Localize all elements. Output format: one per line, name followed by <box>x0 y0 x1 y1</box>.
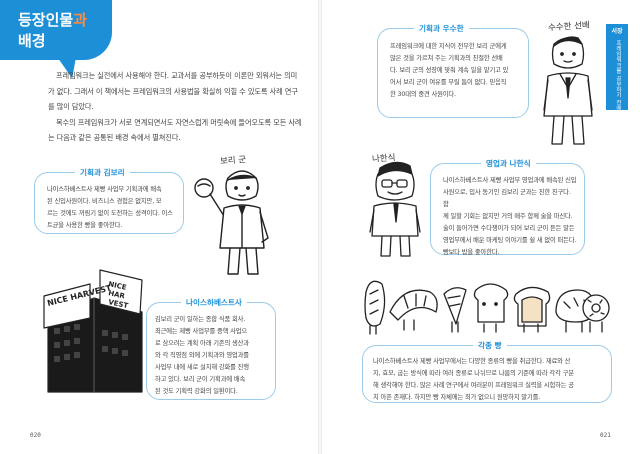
profile-card-plan: 기획과 우수한 프레임워크에 대한 지식이 전무한 보리 군에게 많은 것을 가… <box>377 23 529 118</box>
text-line: 많은 것을 가르쳐 주는 기획과의 친절한 선배 <box>390 55 503 62</box>
text-line: 한 30대의 중견 사원이다. <box>390 91 456 98</box>
chapter-side-tab <box>606 24 628 110</box>
text-line: 치 아픈 존재다. 하지만 빵 자체에는 죄가 없으니 원망하지 말기를. <box>373 394 541 401</box>
donut-icon <box>582 294 610 333</box>
text-line: 나이스하베스트사 제빵 사업부에서는 다양한 종류의 빵을 취급한다. 재료와 … <box>373 358 571 365</box>
text-line: 영업부에서 배운 마케팅 이야기를 쉴 새 없이 떠든다. <box>443 237 577 244</box>
toast-icon <box>513 286 551 333</box>
bread-loaf-icon <box>473 283 509 333</box>
section-title-bubble <box>0 0 112 60</box>
senior-illustration <box>543 36 593 145</box>
cornet-icon <box>443 287 467 333</box>
text-line: 로 삼으려는 계획 아래 기존의 생산과 <box>155 340 249 347</box>
profile-card-sales: 영업과 나한식 나이스하베스트사 제빵 사업부 영업과에 배속된 신입 사원으로… <box>430 158 585 256</box>
bori-illustration <box>194 170 269 275</box>
text-line: 나이스하베스트사 제빵 사업부 기획과에 배속 <box>47 186 162 193</box>
page-gutter <box>318 0 322 454</box>
side-tab-chapter-title: 프레임워크를 공부하기 전에 <box>615 40 621 111</box>
text-line: 지, 효모, 굽는 방식에 따라 여러 종류로 나뉘므로 나름의 기준에 따라 … <box>373 370 574 377</box>
text-line: 하고 있다. 보리 군이 기획과에 배속 <box>155 376 246 383</box>
text-line: 르는 것에도 꺼림기 없이 도전하는 성격이다. 이스 <box>47 210 173 217</box>
text-line: 다. 보리 군의 성장에 맞춰 계속 일을 맡기고 있 <box>390 67 509 74</box>
bread-characters-illustration <box>364 280 610 335</box>
text-line: 프레임워크에 대한 지식이 전무한 보리 군에게 <box>390 43 507 50</box>
text-line: 술이 들어가면 수다쟁이가 되어 보리 군이 듣든 말든 <box>443 225 575 232</box>
text-line: 와 각 직영점 외에 기획과와 영업과를 <box>155 352 249 359</box>
nahansik-illustration <box>369 161 421 257</box>
character-label-senior: 수수한 선배 <box>547 20 591 34</box>
title-accent: 과 <box>73 11 88 29</box>
profile-card-kimbori: 기획과 김보리 나이스하베스트사 제빵 사업부 기획과에 배속 된 신입사원이다… <box>34 167 184 234</box>
profile-card-nice-harvest: 나이스하베스트사 김보리 군이 일하는 종합 식품 회사. 최근에는 제빵 사업… <box>146 297 276 400</box>
card-body-bread: 나이스하베스트사 제빵 사업부에서는 다양한 종류의 빵을 취급한다. 재료와 … <box>363 346 611 404</box>
nice-harvest-building-illustration: NICE HARVEST NICE HAR VEST <box>43 269 143 393</box>
card-title-plan: 기획과 우수한 <box>414 23 469 34</box>
card-title-nice-harvest: 나이스하베스트사 <box>181 297 247 308</box>
text-line: 된 신입사원이다. 비즈니스 경험은 없지만, 모 <box>47 198 162 205</box>
intro-paragraph-2: 복수의 프레임워크가 서로 연계되면서도 자연스럽게 머릿속에 들어오도록 모든… <box>48 117 302 143</box>
baguette-icon <box>364 280 386 335</box>
text-line: 해 생각해야 한다. 많은 사례 연구에서 여러분이 프레임워크 실력을 시험하… <box>373 382 574 389</box>
page-number-left: 020 <box>30 432 41 439</box>
card-body-plan: 프레임워크에 대한 지식이 전무한 보리 군에게 많은 것을 가르쳐 주는 기획… <box>378 29 528 101</box>
title-line2: 배경 <box>18 32 46 50</box>
text-line: 어서 보리 군이 여유를 부릴 틈이 없다. 믿음직 <box>390 79 507 86</box>
section-title: 등장인물과 배경 <box>18 10 87 52</box>
card-body-nice-harvest: 김보리 군이 일하는 종합 식품 회사. 최근에는 제빵 사업부를 중핵 사업으… <box>147 303 275 398</box>
text-line: 사원으로, 입사 동기인 김보리 군과는 친한 친구다. 함 <box>443 189 571 208</box>
intro-paragraph-1: 프레임워크는 실전에서 사용해야 한다. 교과서를 공부하듯이 이론만 외워서는… <box>48 71 298 111</box>
croissant-icon <box>389 289 438 331</box>
card-title-kimbori: 기획과 김보리 <box>75 167 130 178</box>
text-line: 사업부 내에 새로 설치해 강화를 진행 <box>155 364 249 371</box>
text-line: 트균을 사용한 빵을 좋아한다. <box>47 222 123 229</box>
text-line: 빵보다 밥을 좋아한다. <box>443 249 500 256</box>
text-line: 께 일할 기회는 없지만 거의 매주 함께 술을 마신다. <box>443 213 573 220</box>
text-line: 된 것도 기획력 강화의 일환이다. <box>155 388 238 395</box>
card-title-sales: 영업과 나한식 <box>481 158 536 169</box>
intro-text: 프레임워크는 실전에서 사용해야 한다. 교과서를 공부하듯이 이론만 외워서는… <box>48 68 302 146</box>
rooftop-sign-line-2: HAR <box>108 289 127 300</box>
text-line: 나이스하베스트사 제빵 사업부 영업과에 배속된 신입 <box>443 177 577 184</box>
card-body-kimbori: 나이스하베스트사 제빵 사업부 기획과에 배속 된 신입사원이다. 비즈니스 경… <box>35 173 183 232</box>
page-number-right: 021 <box>600 432 611 439</box>
title-main: 등장인물 <box>18 11 74 29</box>
text-line: 김보리 군이 일하는 종합 식품 회사. <box>155 316 246 323</box>
profile-card-bread: 각종 빵 나이스하베스트사 제빵 사업부에서는 다양한 종류의 빵을 취급한다.… <box>362 340 612 404</box>
side-tab-part-label: 서장 <box>611 28 623 35</box>
card-body-sales: 나이스하베스트사 제빵 사업부 영업과에 배속된 신입 사원으로, 입사 동기인… <box>431 164 584 259</box>
card-title-bread: 각종 빵 <box>473 340 507 351</box>
rooftop-sign-line-1: NICE <box>108 280 128 292</box>
text-line: 최근에는 제빵 사업부를 중핵 사업으 <box>155 328 248 335</box>
